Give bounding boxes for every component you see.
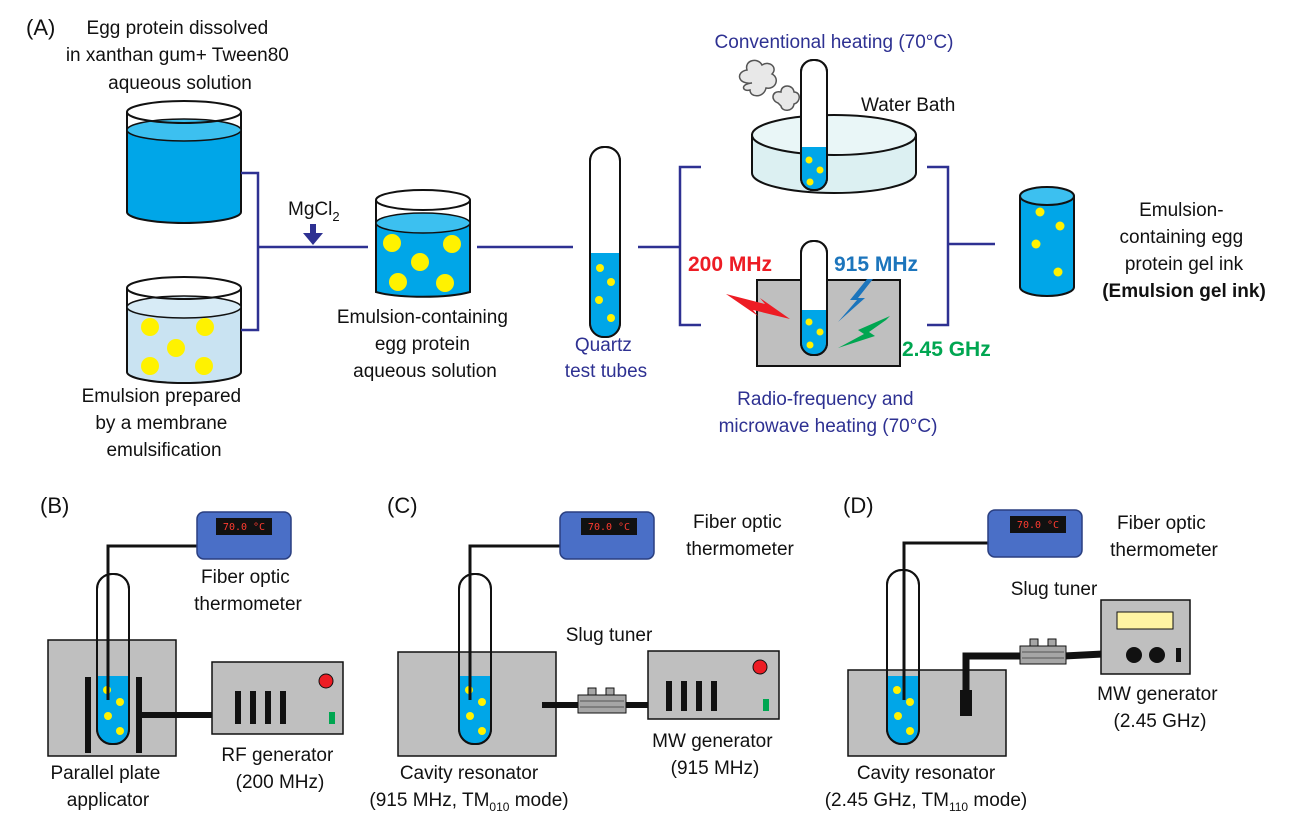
water-bath-label: Water Bath	[861, 95, 955, 116]
d-thermometer	[987, 509, 1083, 558]
c-slug-tuner	[577, 687, 627, 714]
mixture-label: Emulsion-containing egg protein aqueous …	[337, 307, 513, 382]
d-slug-tuner-label: Slug tuner	[1011, 579, 1098, 600]
freq-200-label: 200 MHz	[688, 253, 772, 276]
lightning-green-icon	[838, 316, 890, 348]
panel-b-label: (B)	[40, 493, 69, 518]
d-fiber-cable	[902, 541, 990, 700]
lightning-red-icon	[726, 294, 790, 319]
tubes-label: Quartz test tubes	[565, 335, 647, 382]
c-slug-tuner-label: Slug tuner	[566, 625, 653, 646]
bath-tube	[800, 59, 828, 191]
b-fiber-cable	[106, 544, 200, 700]
freq-245-label: 2.45 GHz	[902, 338, 991, 361]
c-thermometer-label: Fiber optic thermometer	[686, 512, 794, 560]
d-generator-label: MW generator (2.45 GHz)	[1097, 684, 1223, 732]
d-resonator-label: Cavity resonator	[857, 763, 996, 784]
d-thermo-display: 70.0 °C	[1017, 520, 1059, 531]
d-tube	[886, 569, 920, 745]
d-cavity-resonator	[847, 669, 1007, 757]
panel-d-label: (D)	[843, 493, 874, 518]
c-thermometer	[559, 511, 655, 560]
chamber-tube	[800, 240, 828, 356]
b-thermo-display: 70.0 °C	[223, 522, 265, 533]
d-antenna	[960, 652, 1022, 716]
c-resonator-label: Cavity resonator	[400, 763, 539, 784]
d-slug-tuner	[1019, 638, 1067, 665]
b-applicator-label: Parallel plate applicator	[50, 763, 165, 811]
d-mw-generator	[1100, 599, 1191, 675]
connector-heating	[638, 165, 995, 327]
d-waveguide	[1063, 650, 1104, 660]
emulsion-prep-label: Emulsion prepared by a membrane emulsifi…	[82, 386, 247, 461]
water-bath	[751, 114, 917, 194]
connector-inputs	[241, 171, 368, 332]
d-mode-label: (2.45 GHz, TM110 mode)	[825, 790, 1028, 814]
b-thermometer-label: Fiber optic thermometer	[194, 567, 302, 615]
beaker-mixture	[375, 189, 471, 298]
panel-c-label: (C)	[387, 493, 418, 518]
b-generator-label: RF generator (200 MHz)	[221, 745, 338, 793]
b-thermometer	[196, 511, 292, 560]
beaker-egg-solution	[126, 100, 242, 224]
c-mode-label: (915 MHz, TM010 mode)	[369, 790, 568, 814]
plate-right	[136, 677, 142, 753]
product-label: Emulsion- containing egg protein gel ink	[1120, 200, 1249, 275]
product-cylinder	[1019, 186, 1075, 297]
d-thermometer-label: Fiber optic thermometer	[1110, 513, 1218, 561]
c-mw-generator	[647, 650, 780, 720]
panel-a-label: (A)	[26, 15, 55, 40]
freq-915-label: 915 MHz	[834, 253, 918, 276]
rf-mw-heating-label: Radio-frequency and microwave heating (7…	[719, 389, 938, 437]
lightning-blue-icon	[838, 279, 873, 322]
egg-solution-label: Egg protein dissolved in xanthan gum+ Tw…	[66, 18, 294, 94]
mgcl2-arrow	[303, 224, 323, 245]
c-tube	[458, 573, 492, 745]
beaker-emulsion	[126, 276, 242, 384]
mgcl2-label: MgCl2	[288, 199, 340, 224]
quartz-tube	[589, 146, 621, 338]
steam-icon	[738, 59, 800, 111]
product-bold-label: (Emulsion gel ink)	[1102, 281, 1266, 302]
c-thermo-display: 70.0 °C	[588, 522, 630, 533]
rf-generator	[211, 661, 344, 735]
c-fiber-cable	[468, 544, 562, 700]
plate-left	[85, 677, 91, 753]
c-generator-label: MW generator (915 MHz)	[652, 731, 778, 779]
b-tube	[96, 573, 130, 745]
conventional-heating-label: Conventional heating (70°C)	[715, 32, 954, 53]
